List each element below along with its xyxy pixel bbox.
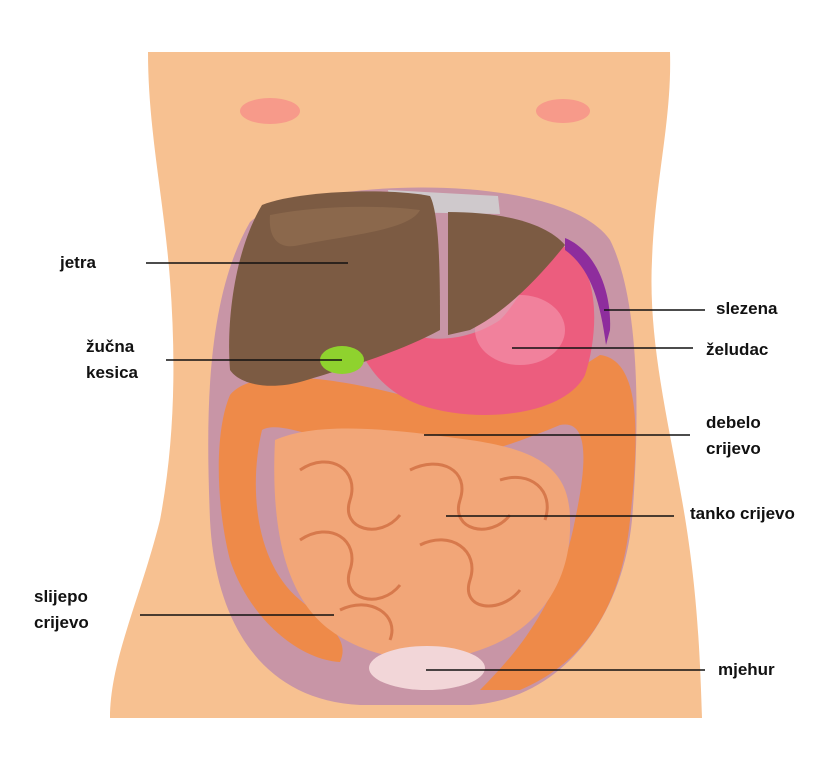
left-nipple <box>240 98 300 124</box>
liver-left-lobe <box>448 212 565 335</box>
spleen-shape <box>565 238 611 345</box>
label-small-intestine: tanko crijevo <box>690 504 795 523</box>
label-spleen: slezena <box>716 299 778 318</box>
label-stomach: želudac <box>706 340 769 359</box>
label-cecum: slijepo crijevo <box>34 587 89 632</box>
small-intestine-loops <box>299 460 549 641</box>
label-gallbladder: žučna kesica <box>86 337 138 382</box>
colon-shape <box>218 355 636 690</box>
right-nipple <box>536 99 590 123</box>
label-bladder: mjehur <box>718 660 775 679</box>
bladder-shape <box>369 646 485 690</box>
liver-highlight <box>269 206 420 247</box>
label-liver: jetra <box>60 253 96 272</box>
label-colon: debelo crijevo <box>706 413 761 458</box>
stomach-shape <box>360 245 595 415</box>
